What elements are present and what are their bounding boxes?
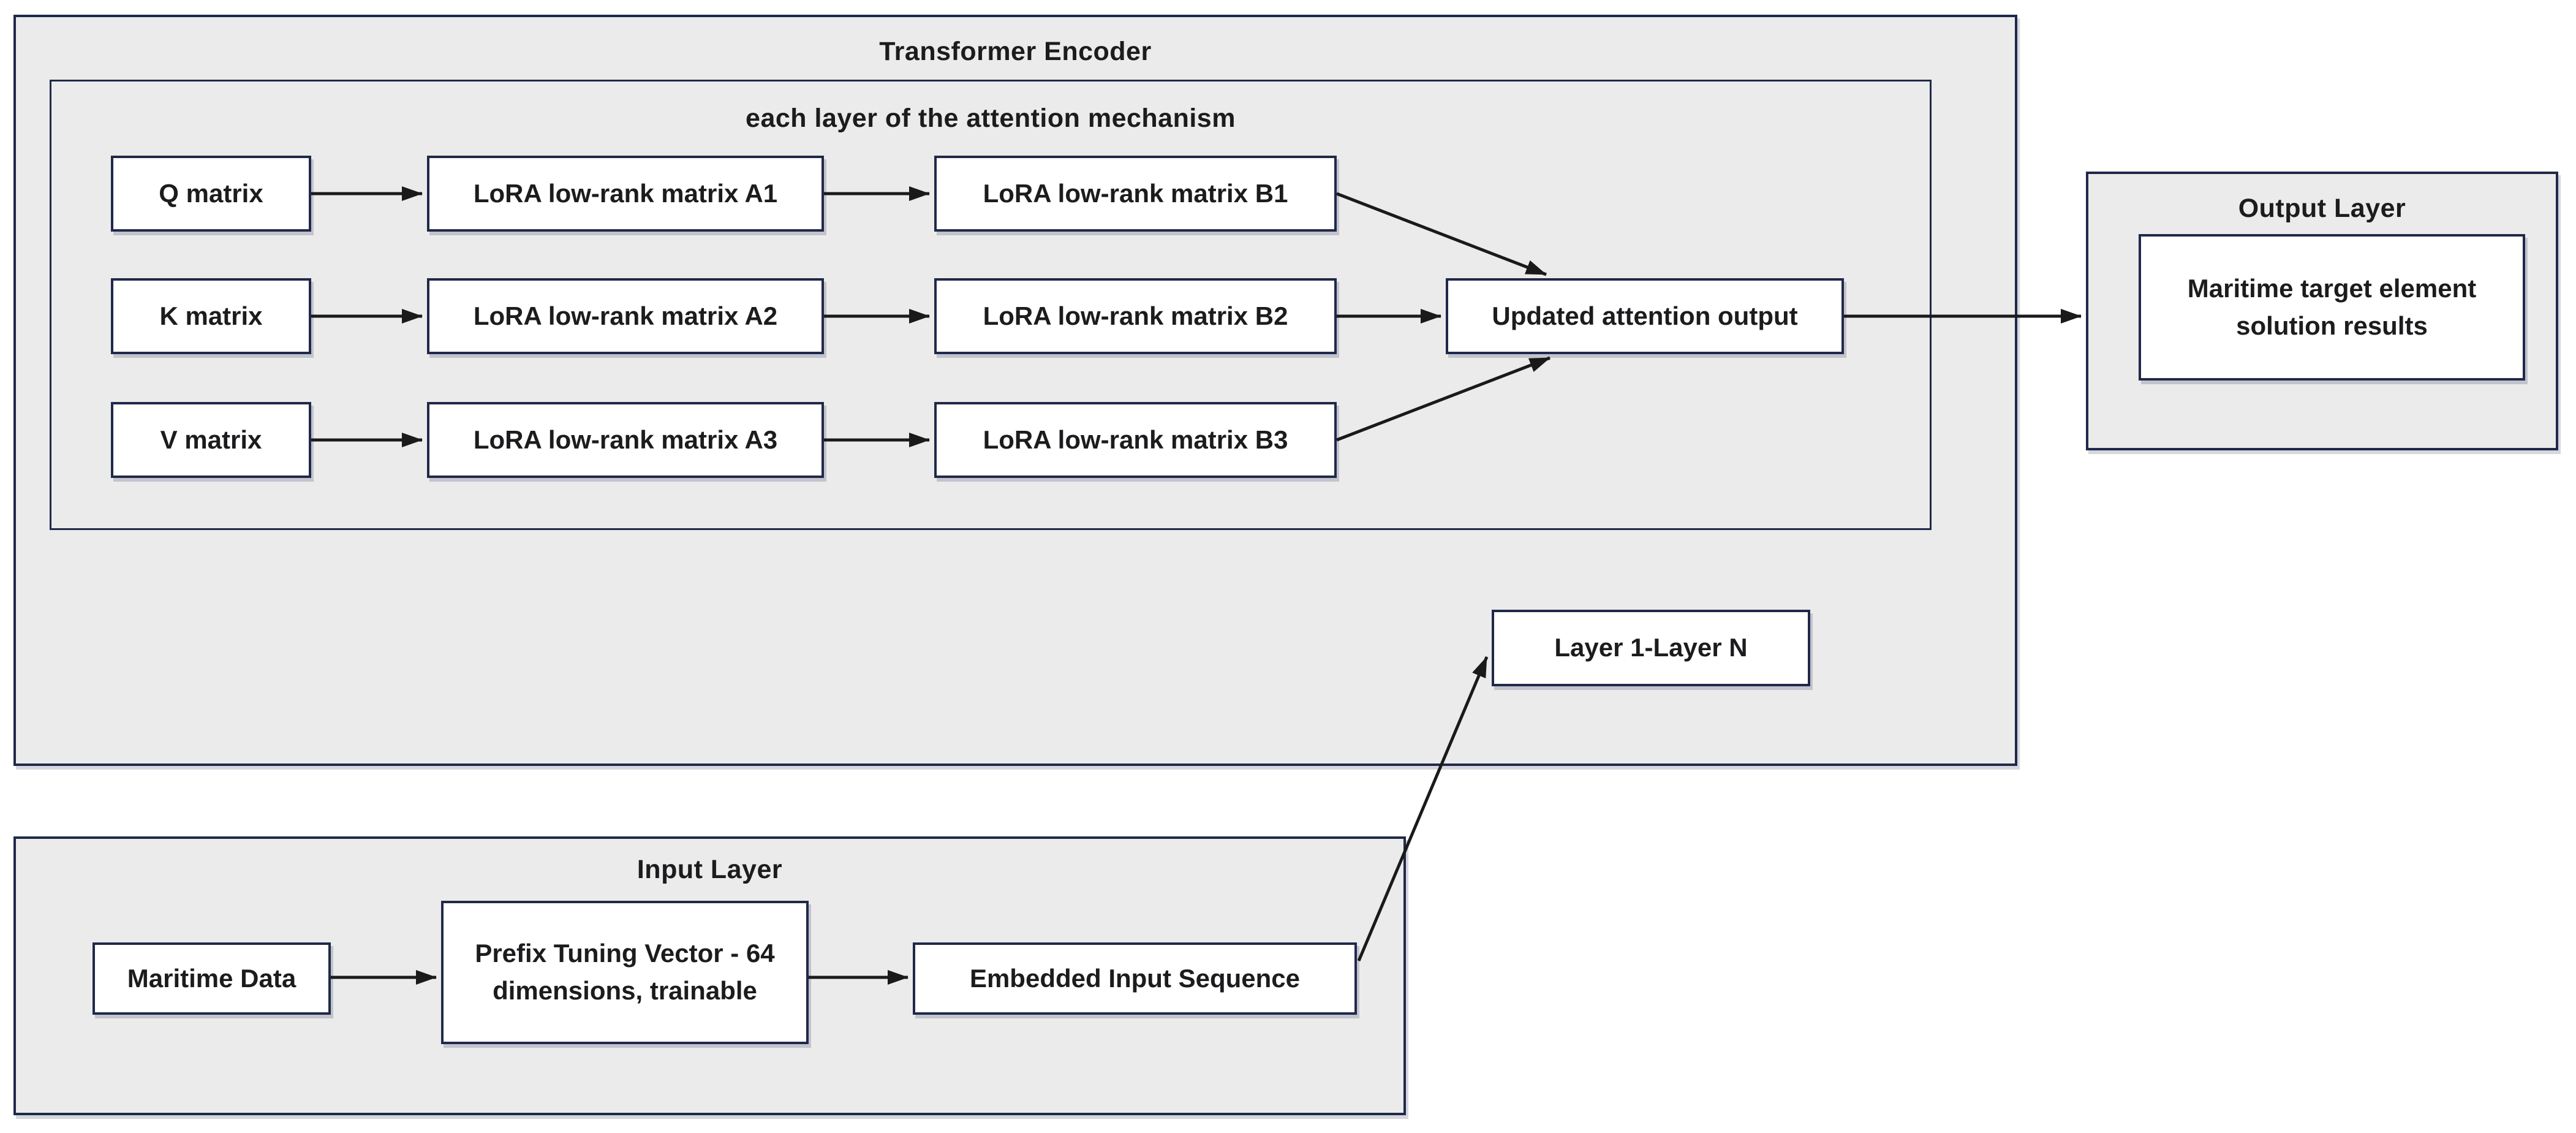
lora-b2-node: LoRA low-rank matrix B2 xyxy=(934,278,1337,354)
attention-mechanism-title: each layer of the attention mechanism xyxy=(746,104,1236,133)
updated-attention-output-node: Updated attention output xyxy=(1446,278,1844,354)
input-layer-title: Input Layer xyxy=(636,855,783,884)
k-matrix-node: K matrix xyxy=(111,278,311,354)
v-matrix-node: V matrix xyxy=(111,402,311,478)
lora-b1-node: LoRA low-rank matrix B1 xyxy=(934,156,1337,232)
output-result-node: Maritime target element solution results xyxy=(2139,234,2525,381)
prefix-tuning-vector-node: Prefix Tuning Vector - 64 dimensions, tr… xyxy=(441,901,809,1044)
layer-range-node: Layer 1-Layer N xyxy=(1492,610,1810,686)
maritime-data-node: Maritime Data xyxy=(93,942,331,1015)
q-matrix-node: Q matrix xyxy=(111,156,311,232)
transformer-encoder-title: Transformer Encoder xyxy=(879,37,1152,66)
lora-a3-node: LoRA low-rank matrix A3 xyxy=(427,402,824,478)
lora-a1-node: LoRA low-rank matrix A1 xyxy=(427,156,824,232)
lora-b3-node: LoRA low-rank matrix B3 xyxy=(934,402,1337,478)
lora-a2-node: LoRA low-rank matrix A2 xyxy=(427,278,824,354)
embedded-input-sequence-node: Embedded Input Sequence xyxy=(913,942,1357,1015)
output-layer-title: Output Layer xyxy=(2238,194,2406,223)
